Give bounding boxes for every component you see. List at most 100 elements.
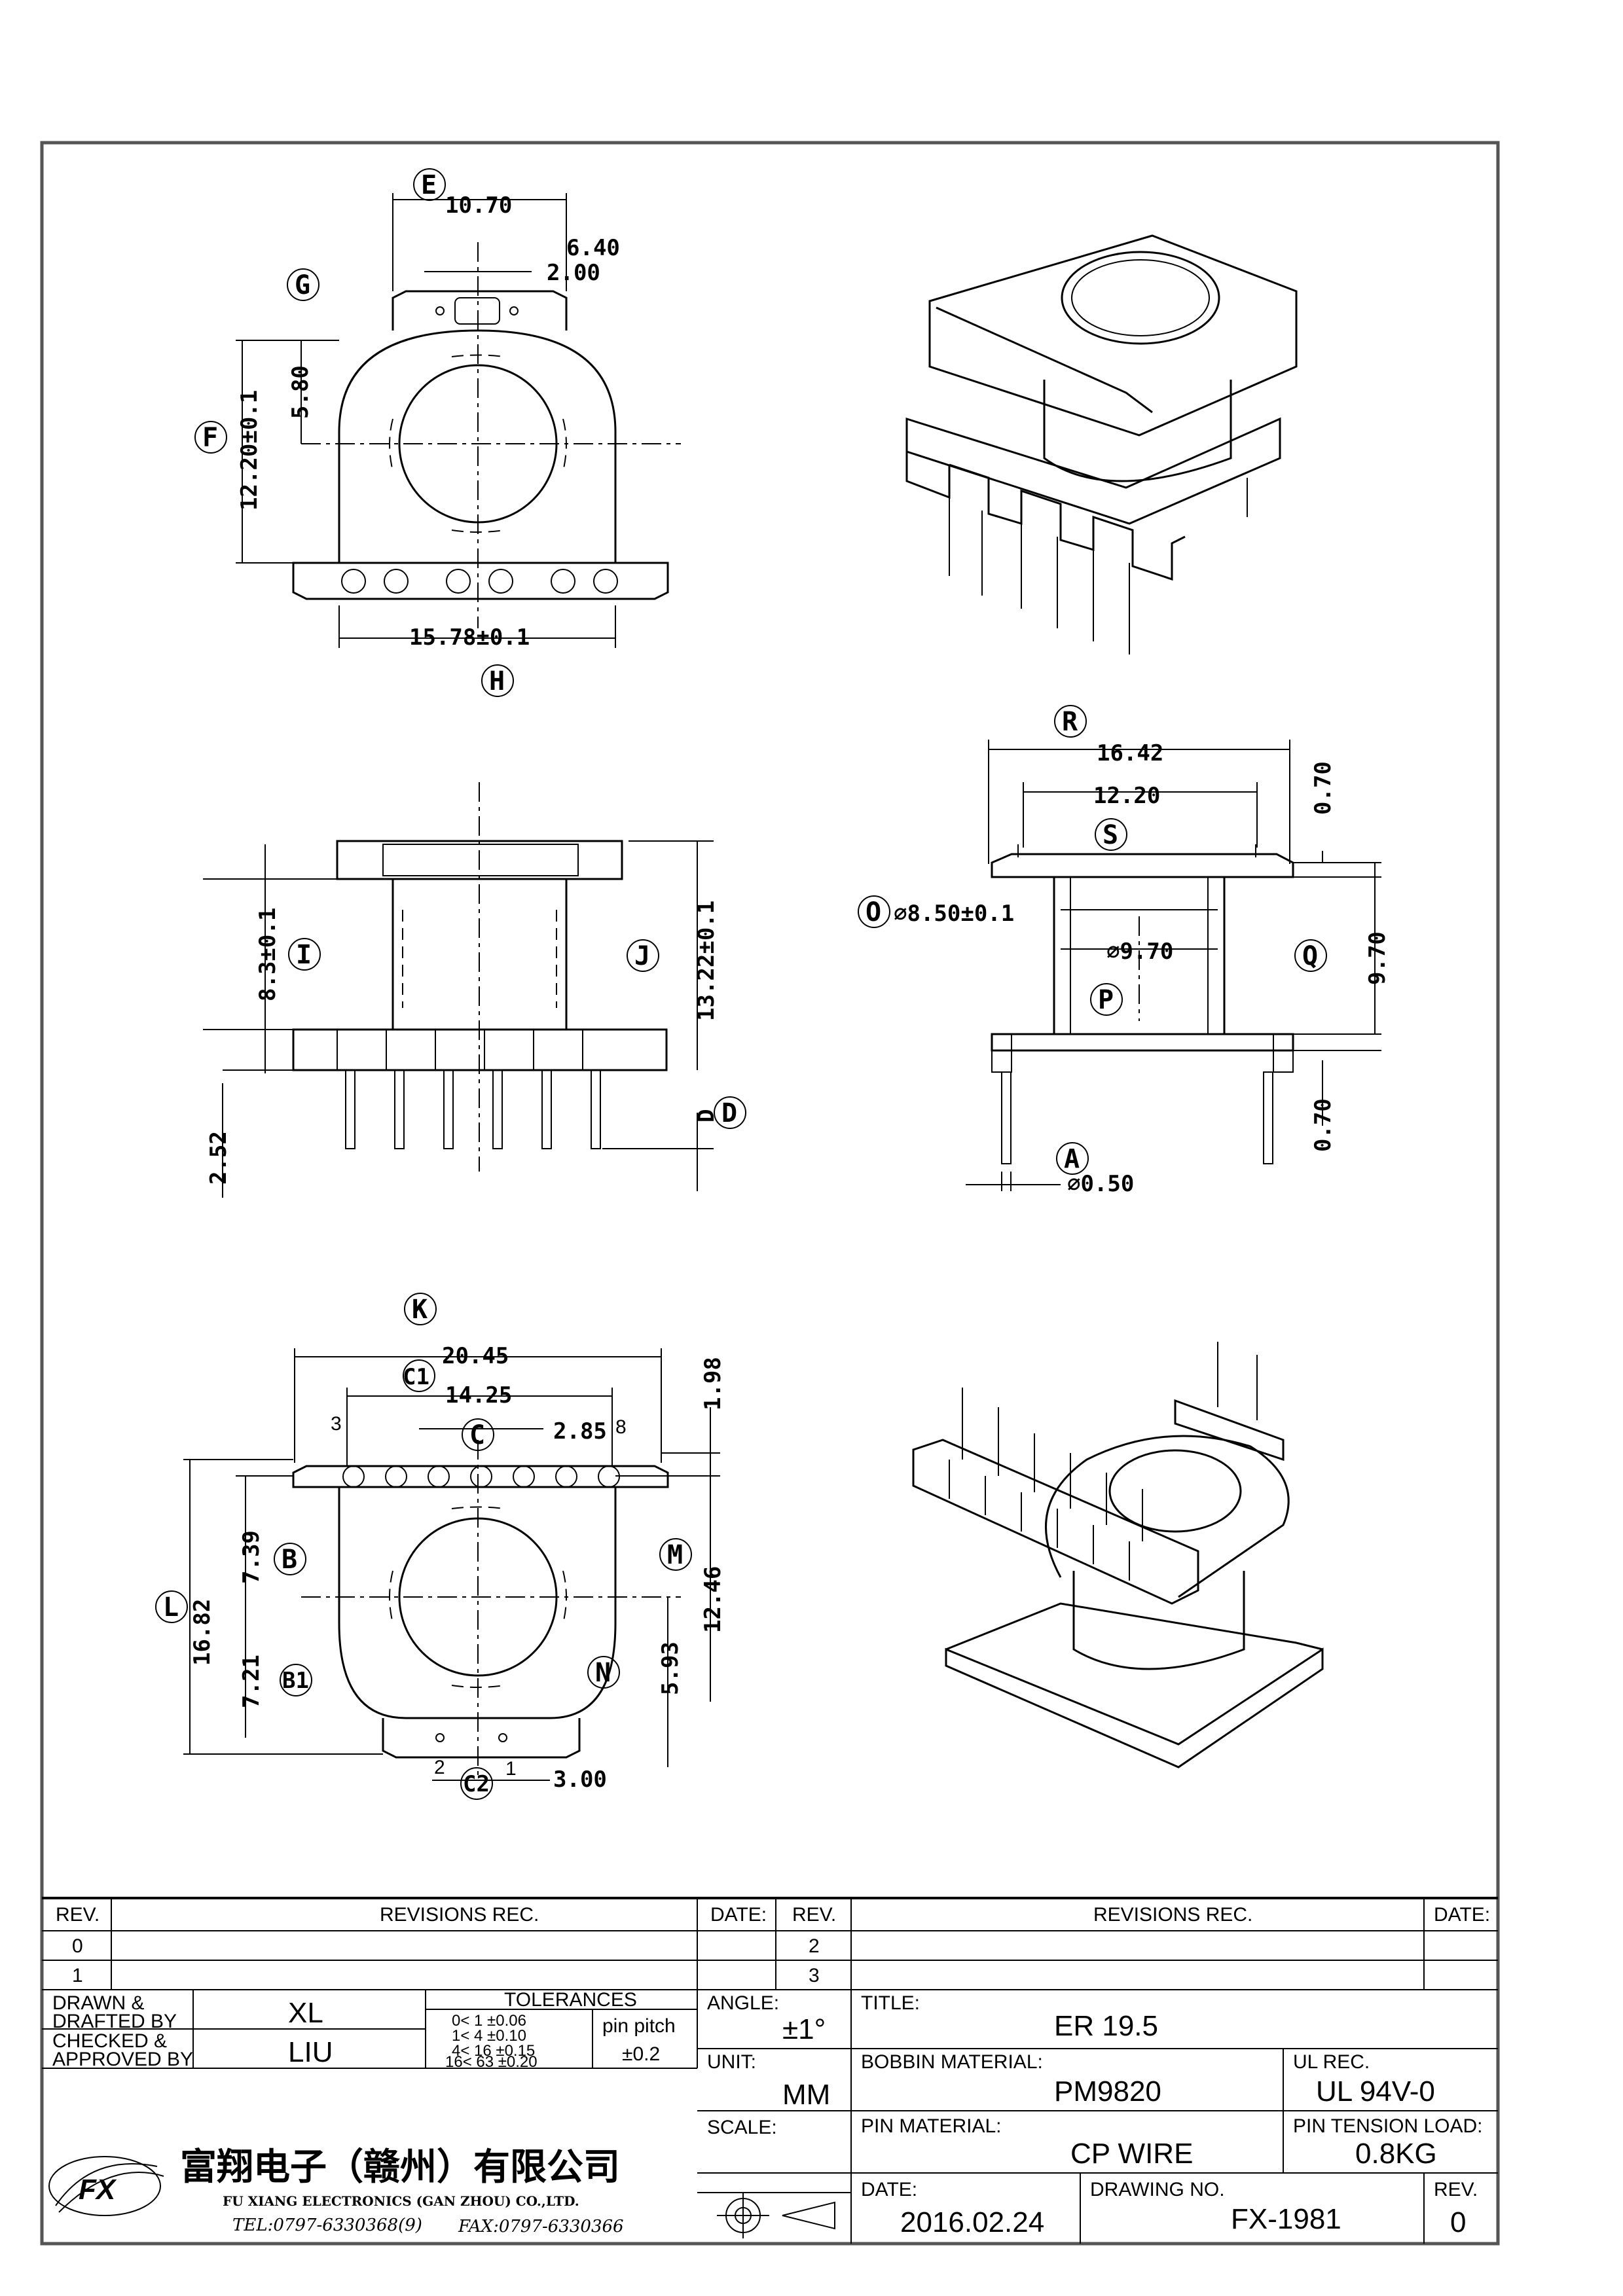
tolerance-row-2: 1< 4 ±0.10 xyxy=(452,2027,526,2045)
dim-2-85: 2.85 xyxy=(553,1418,607,1444)
bobbin-material-value: PM9820 xyxy=(1054,2075,1161,2108)
company-name-en: FU XIANG ELECTRONICS (GAN ZHOU) CO.,LTD. xyxy=(223,2193,579,2209)
title-label: TITLE: xyxy=(861,1992,920,2014)
rev-header-left: REV. xyxy=(56,1904,100,1926)
drawing-no-label: DRAWING NO. xyxy=(1090,2179,1225,2200)
dim-7-21: 7.21 xyxy=(238,1655,264,1708)
callout-a: A xyxy=(1064,1144,1080,1174)
rev-row-0: 0 xyxy=(72,1935,83,1957)
isometric-view-top xyxy=(905,234,1298,655)
callout-p: P xyxy=(1098,985,1114,1015)
pin-pitch-label: pin pitch xyxy=(602,2015,676,2037)
callout-n: N xyxy=(595,1658,611,1688)
callout-d: D xyxy=(721,1098,737,1128)
angle-value: ±1° xyxy=(782,2013,826,2045)
dim-9-70: 9.70 xyxy=(1364,931,1391,985)
dim-5-93: 5.93 xyxy=(657,1641,684,1695)
drawn-value: XL xyxy=(288,1997,323,2029)
dim-5-80: 5.80 xyxy=(287,365,314,419)
callout-o: O xyxy=(866,897,881,927)
company-name-cn: 富翔电子（赣州）有限公司 xyxy=(180,2146,620,2189)
rev-value: 0 xyxy=(1450,2206,1466,2238)
callout-i: I xyxy=(296,940,312,970)
tolerance-row-1: 0< 1 ±0.06 xyxy=(452,2012,526,2030)
side-view: R S O P Q A 16.42 12.20 0.70 ⌀8.50±0.1 ⌀… xyxy=(858,705,1391,1197)
drawing-frame xyxy=(40,141,1500,2246)
rev-header-right: REV. xyxy=(792,1904,836,1926)
pin-number-8: 8 xyxy=(615,1416,627,1438)
callout-b1: B1 xyxy=(282,1668,309,1694)
drawn-label-1: DRAWN & xyxy=(52,1992,145,2014)
bottom-view: K C1 C L B B1 M N C2 20.45 14.25 2.85 1.… xyxy=(155,1293,726,1800)
revisions-header-left: REVISIONS REC. xyxy=(380,1904,539,1926)
checked-value: LIU xyxy=(288,2036,333,2068)
dim-20-45: 20.45 xyxy=(442,1343,509,1369)
tolerance-row-4: 16< 63 ±0.20 xyxy=(445,2053,538,2071)
callout-h: H xyxy=(489,666,505,696)
rev-row-2: 2 xyxy=(809,1935,820,1957)
pin-tension-label: PIN TENSION LOAD: xyxy=(1293,2115,1483,2137)
isometric-view-bottom xyxy=(912,1342,1324,1768)
company-logo: FX xyxy=(48,2156,164,2216)
dim-16-42: 16.42 xyxy=(1097,740,1163,766)
pin-material-value: CP WIRE xyxy=(1070,2138,1193,2170)
pin-number-1: 1 xyxy=(505,1758,517,1780)
company-tel: TEL:0797-6330368(9) xyxy=(232,2215,422,2235)
dim-2-00: 2.00 xyxy=(547,260,600,286)
rev-label: REV. xyxy=(1434,2179,1478,2200)
dim-8-50: ⌀8.50±0.1 xyxy=(894,901,1014,927)
dim-12-46: 12.46 xyxy=(700,1566,726,1633)
callout-l: L xyxy=(163,1592,179,1623)
dim-0-50: ⌀0.50 xyxy=(1067,1171,1134,1197)
callout-f: F xyxy=(202,423,218,453)
dim-10-70: 10.70 xyxy=(445,192,512,219)
pin-number-2: 2 xyxy=(434,1757,445,1778)
callout-k: K xyxy=(412,1295,428,1325)
checked-label-2: APPROVED BY xyxy=(52,2049,193,2070)
rev-row-3: 3 xyxy=(809,1965,820,1986)
callout-b: B xyxy=(282,1545,297,1575)
tolerance-row-3: 4< 16 ±0.15 xyxy=(452,2042,535,2060)
dim-7-39: 7.39 xyxy=(238,1530,264,1584)
dim-6-40: 6.40 xyxy=(566,235,620,261)
tolerances-title: TOLERANCES xyxy=(504,1989,637,2011)
top-view: E G F H 10.70 6.40 2.00 5.80 12.20±0.1 1… xyxy=(194,168,681,697)
dim-12-20-side: 12.20 xyxy=(1093,783,1160,809)
revisions-header-right: REVISIONS REC. xyxy=(1093,1904,1252,1926)
unit-value: MM xyxy=(782,2079,830,2111)
dim-d-label: D xyxy=(693,1109,720,1122)
dim-9-70-dia: ⌀9.70 xyxy=(1106,939,1173,965)
dim-3-00: 3.00 xyxy=(553,1767,607,1793)
dim-12-20: 12.20±0.1 xyxy=(236,390,263,511)
projection-symbol-icon xyxy=(697,2192,851,2238)
date-label: DATE: xyxy=(861,2179,917,2200)
callout-q: Q xyxy=(1302,941,1318,971)
scale-label: SCALE: xyxy=(707,2117,777,2138)
pin-number-3: 3 xyxy=(331,1413,342,1435)
rev-row-1: 1 xyxy=(72,1965,83,1986)
pin-pitch-value: ±0.2 xyxy=(622,2043,660,2065)
title-value: ER 19.5 xyxy=(1054,2010,1158,2042)
callout-j: J xyxy=(634,941,650,971)
unit-label: UNIT: xyxy=(707,2051,756,2073)
callout-g: G xyxy=(295,270,310,300)
dim-2-52: 2.52 xyxy=(206,1131,232,1185)
front-view: I J D 8.3±0.1 13.22±0.1 2.52 D xyxy=(203,782,746,1198)
dim-0-70-top: 0.70 xyxy=(1310,761,1336,815)
callout-c: C xyxy=(469,1420,485,1450)
ul-rec-value: UL 94V-0 xyxy=(1316,2075,1435,2108)
dim-13-22: 13.22±0.1 xyxy=(693,901,720,1021)
ul-rec-label: UL REC. xyxy=(1293,2051,1370,2073)
dim-16-82: 16.82 xyxy=(189,1599,215,1666)
dim-1-98: 1.98 xyxy=(700,1357,726,1410)
date-header-right: DATE: xyxy=(1434,1904,1490,1926)
callout-c2: C2 xyxy=(463,1771,490,1797)
dim-15-78: 15.78±0.1 xyxy=(409,624,530,651)
dim-8-3: 8.3±0.1 xyxy=(255,908,281,1001)
callout-m: M xyxy=(667,1540,683,1570)
drawing-no-value: FX-1981 xyxy=(1231,2203,1341,2235)
title-block: REV. REVISIONS REC. DATE: REV. REVISIONS… xyxy=(42,1897,1498,2244)
callout-s: S xyxy=(1103,820,1118,850)
callout-e: E xyxy=(421,170,437,200)
date-header-left: DATE: xyxy=(710,1904,767,1926)
